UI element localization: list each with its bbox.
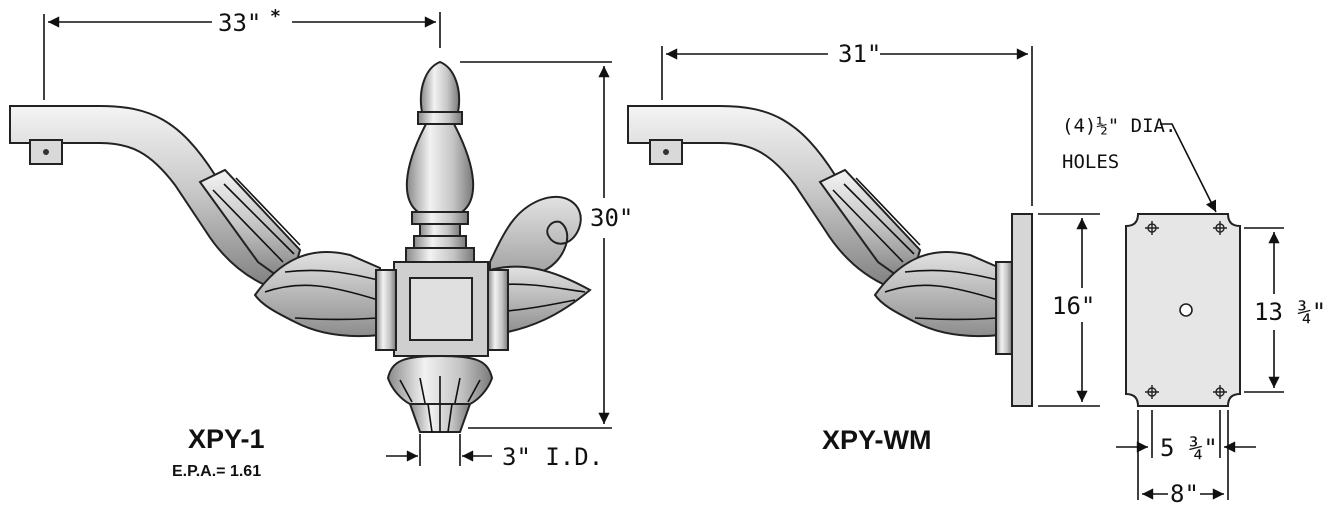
xpy-wm-bracket xyxy=(627,105,1241,407)
xpy-1-title: XPY-1 xyxy=(188,424,265,454)
xpy-1-epa: E.P.A.= 1.61 xyxy=(172,463,261,480)
xpy-wm-plate-side xyxy=(1011,213,1033,407)
xpy-1-finial-tip xyxy=(420,60,460,113)
xpy-wm-hole-spacing-v-label: 13 ¾" xyxy=(1254,298,1326,326)
xpy-wm-dimensions xyxy=(661,46,1284,500)
xpy-wm-span-label: 31" xyxy=(838,40,881,68)
mounting-holes xyxy=(1145,221,1227,399)
xpy-1-id-label: 3" I.D. xyxy=(502,443,603,471)
xpy-1-bracket xyxy=(9,60,592,433)
xpy-wm-hole-spacing-h-label: 5 ¾" xyxy=(1160,434,1218,462)
xpy-1-span-asterisk: * xyxy=(270,6,281,27)
xpy-1-end-cap xyxy=(29,139,63,165)
center-hole xyxy=(1179,303,1193,317)
xpy-wm-arm xyxy=(627,105,921,298)
xpy-wm-plate-width-label: 8" xyxy=(1170,480,1199,505)
xpy-1-finial-body xyxy=(405,123,475,213)
xpy-1-span-label: 33" xyxy=(218,9,261,37)
xpy-1-height-label: 30" xyxy=(590,204,633,232)
xpy-wm-plate-height-label: 16" xyxy=(1052,292,1095,320)
xpy-wm-holes-note-1: (4)½" DIA. xyxy=(1062,115,1176,137)
xpy-wm-title: XPY-WM xyxy=(822,425,932,455)
xpy-1-dimensions xyxy=(43,12,612,466)
xpy-1-arm xyxy=(9,105,301,298)
xpy-wm-holes-note-2: HOLES xyxy=(1062,151,1119,173)
